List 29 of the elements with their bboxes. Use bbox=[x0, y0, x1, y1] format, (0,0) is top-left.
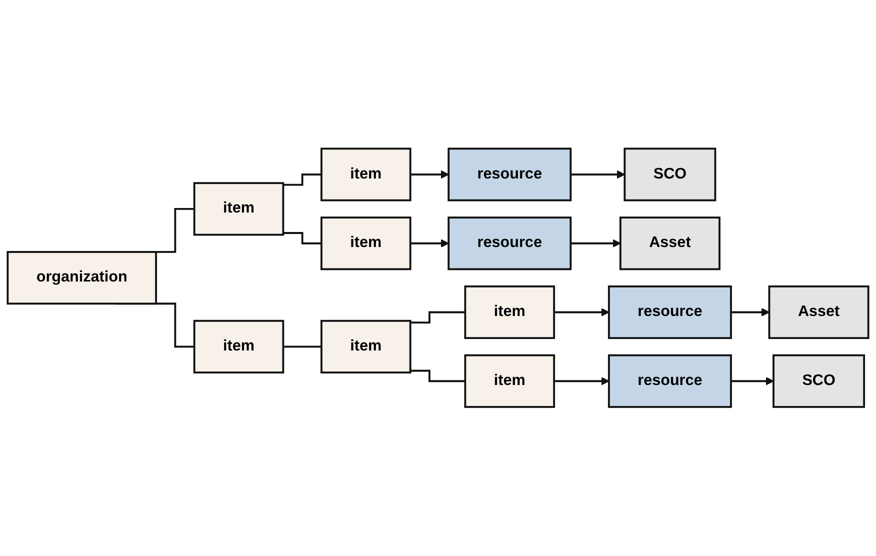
node-box: resource bbox=[608, 286, 732, 340]
node-box: SCO bbox=[772, 354, 866, 408]
node-box: item bbox=[320, 320, 412, 374]
arrow bbox=[410, 239, 449, 248]
node-box: organization bbox=[6, 251, 157, 305]
node-box: item bbox=[193, 320, 284, 374]
arrow bbox=[730, 308, 770, 317]
connector bbox=[283, 174, 322, 186]
node-box: item bbox=[320, 216, 412, 270]
arrow bbox=[570, 170, 626, 179]
arrow bbox=[570, 239, 621, 248]
connector bbox=[410, 370, 466, 382]
arrow bbox=[554, 308, 610, 317]
arrow bbox=[730, 377, 774, 386]
arrow bbox=[554, 377, 610, 386]
node-box: SCO bbox=[624, 148, 716, 202]
connector bbox=[283, 232, 322, 245]
node-box: Asset bbox=[768, 286, 870, 340]
node-box: item bbox=[193, 182, 284, 236]
node-box: item bbox=[464, 286, 556, 340]
node-box: resource bbox=[448, 148, 572, 202]
node-box: item bbox=[464, 354, 556, 408]
arrow bbox=[410, 170, 449, 179]
connector bbox=[283, 346, 322, 348]
node-box: resource bbox=[448, 216, 572, 270]
node-box: resource bbox=[608, 354, 732, 408]
connector bbox=[410, 311, 466, 324]
node-box: Asset bbox=[619, 216, 720, 270]
node-box: item bbox=[320, 148, 412, 202]
